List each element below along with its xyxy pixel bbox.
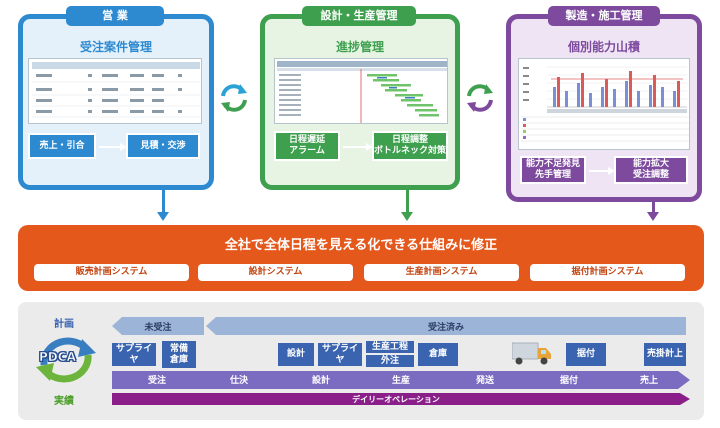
step-supplier-1: サプライヤ <box>112 343 156 366</box>
stage-shipping: 発送 <box>475 376 494 386</box>
system-production-plan: 生産計画システム <box>364 264 519 281</box>
step-sales-record: 売掛計上 <box>644 343 686 366</box>
sales-tab: 営 業 <box>66 6 164 26</box>
unordered-label: 未受注 <box>144 323 172 333</box>
cycle-arrows-icon-2 <box>467 84 493 112</box>
stage-install: 据付 <box>559 376 578 386</box>
gantt-graphic <box>277 61 447 123</box>
mfg-tab: 製造・施工管理 <box>548 6 660 26</box>
mfg-flow-arrow <box>589 167 615 175</box>
pdca-label: PDCA <box>39 350 76 365</box>
step-warehouse: 倉庫 <box>418 343 458 366</box>
stage-arrow <box>112 371 690 389</box>
step-install: 据付 <box>566 343 606 366</box>
pdca-actual-label: 実績 <box>54 396 74 407</box>
stage-sales: 売上 <box>639 376 658 386</box>
step-outsource: 外注 <box>366 355 414 367</box>
stage-order: 受注 <box>147 376 166 386</box>
sales-flow-left: 売上・引合 <box>28 133 96 159</box>
sales-panel-title: 受注案件管理 <box>79 40 152 54</box>
banner-title: 全社で全体日程を見える化できる仕組みに修正 <box>224 238 498 253</box>
capacity-chart-screenshot <box>518 58 690 150</box>
step-design: 設計 <box>278 343 314 366</box>
step-stock-warehouse: 常備 倉庫 <box>162 341 196 368</box>
ordered-label: 受注済み <box>427 323 464 333</box>
stage-production: 生産 <box>391 376 410 386</box>
mfg-flow-left: 能力不足発見 先手管理 <box>520 156 586 184</box>
daily-operation-label: デイリーオペレーション <box>352 395 440 404</box>
step-production: 生産工程 <box>366 341 414 353</box>
pdca-cycle-icon <box>36 337 96 383</box>
mfg-flow-right: 能力拡大 受注調整 <box>614 156 688 184</box>
truck-icon <box>512 342 551 365</box>
sales-flow-right: 見積・交渉 <box>126 133 200 159</box>
design-flow-arrow <box>343 143 373 151</box>
sales-flow-arrow <box>99 143 127 151</box>
integration-banner: 全社で全体日程を見える化できる仕組みに修正 販売計画システム 設計システム 生産… <box>18 225 704 291</box>
ordered-arrow <box>206 317 686 335</box>
sales-table-screenshot <box>28 58 202 124</box>
design-panel-title: 進捗管理 <box>335 40 384 54</box>
sales-down-arrow <box>157 189 169 221</box>
design-down-arrow <box>401 189 413 221</box>
cycle-arrows-icon <box>221 84 247 112</box>
capacity-chart-graphic <box>521 66 689 142</box>
gantt-screenshot <box>274 58 448 124</box>
step-supplier-2: サプライヤ <box>318 343 362 366</box>
stage-design: 設計 <box>311 376 330 386</box>
unordered-arrow <box>112 317 204 335</box>
mfg-panel-title: 個別能力山積 <box>567 40 640 54</box>
daily-operation-arrow <box>112 393 690 405</box>
mfg-down-arrow <box>647 200 659 221</box>
design-flow-left: 日程遅延 アラーム <box>274 131 340 161</box>
pdca-plan-label: 計画 <box>54 319 74 330</box>
design-tab: 設計・生産管理 <box>302 6 416 26</box>
stage-spec: 仕決 <box>229 376 248 386</box>
design-flow-right: 日程調整 ボトルネック対策 <box>372 131 448 161</box>
system-sales-plan: 販売計画システム <box>34 264 189 281</box>
system-design: 設計システム <box>198 264 353 281</box>
system-install-plan: 据付計画システム <box>530 264 685 281</box>
sales-table-graphic <box>32 62 200 118</box>
